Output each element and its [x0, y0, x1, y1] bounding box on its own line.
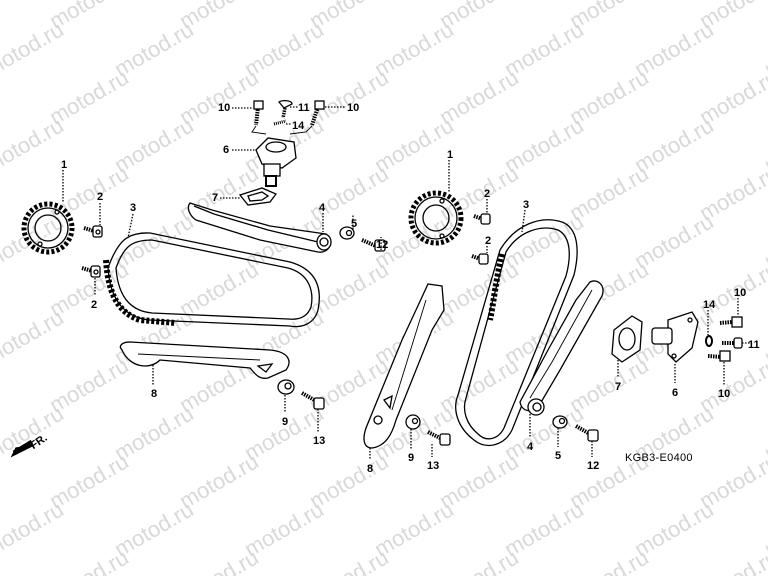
guide-bolt-right: [427, 430, 451, 446]
callout-1: 1: [61, 159, 68, 171]
callout-13: 13: [427, 460, 440, 472]
callout-11: 11: [298, 102, 310, 114]
tensioner-arm-left: [187, 202, 332, 253]
callout-11: 11: [748, 339, 760, 351]
tensioner-lifter-right: [651, 311, 699, 363]
cam-sprocket-left: [21, 201, 75, 255]
callout-7: 7: [615, 381, 622, 393]
callout-2: 2: [484, 188, 491, 200]
callout-3: 3: [130, 202, 137, 214]
cam-chain-left: [103, 232, 320, 328]
cam-sprocket-right: [408, 190, 464, 246]
guide-collar-left: [277, 379, 295, 395]
callout-2: 2: [485, 235, 492, 247]
sealing-bolt-right: [722, 337, 743, 349]
flange-bolt-top-right: [310, 100, 325, 126]
callout-12: 12: [376, 239, 389, 251]
sprocket-bolt-upper-right: [473, 213, 491, 225]
callout-5: 5: [351, 218, 358, 230]
callout-9: 9: [408, 452, 415, 464]
callout-10: 10: [734, 287, 747, 299]
callout-1: 1: [447, 149, 454, 161]
callout-8: 8: [151, 388, 158, 400]
sprocket-bolt-lower-right: [471, 253, 489, 265]
cam-chain-right: [455, 219, 578, 447]
callout-14: 14: [703, 299, 716, 311]
callout-2: 2: [91, 299, 98, 311]
chain-guide-right: [363, 283, 445, 449]
pivot-bolt-right: [575, 424, 599, 442]
callout-8: 8: [367, 463, 374, 475]
lifter-gasket-top: [238, 187, 278, 206]
callout-14: 14: [292, 120, 305, 132]
callout-10: 10: [218, 102, 231, 114]
callout-13: 13: [313, 435, 326, 447]
callout-4: 4: [319, 202, 326, 214]
callout-4: 4: [527, 441, 534, 453]
callout-3: 3: [523, 199, 530, 211]
guide-bolt-left: [301, 391, 325, 410]
callout-5: 5: [555, 450, 562, 462]
diagram-code: KGB3-E0400: [625, 452, 693, 464]
lifter-gasket-right: [611, 315, 643, 363]
callout-6: 6: [223, 144, 230, 156]
guide-collar-right: [405, 414, 421, 430]
callout-10: 10: [347, 102, 360, 114]
callout-7: 7: [212, 192, 219, 204]
o-ring-top: [273, 119, 287, 126]
o-ring-right: [705, 335, 713, 347]
collar-left: [339, 226, 355, 240]
flange-bolt-top-left: [253, 100, 264, 126]
flange-bolt-right-lower: [707, 350, 731, 362]
callout-9: 9: [282, 416, 289, 428]
sprocket-bolt-lower-left: [81, 265, 101, 278]
sealing-bolt-top: [278, 100, 293, 119]
front-direction-arrow: [10, 439, 34, 458]
callout-10: 10: [718, 388, 731, 400]
chain-guide-left: [119, 341, 290, 379]
tensioner-lifter-top: [255, 137, 297, 187]
callout-2: 2: [97, 191, 104, 203]
pivot-bolt-left: [361, 238, 386, 252]
flange-bolt-right-upper: [719, 316, 743, 328]
callout-12: 12: [587, 460, 600, 472]
collar-right: [552, 415, 568, 429]
callout-6: 6: [672, 387, 679, 399]
sprocket-bolt-upper-left: [83, 225, 103, 238]
tensioner-arm-right: [519, 280, 604, 416]
